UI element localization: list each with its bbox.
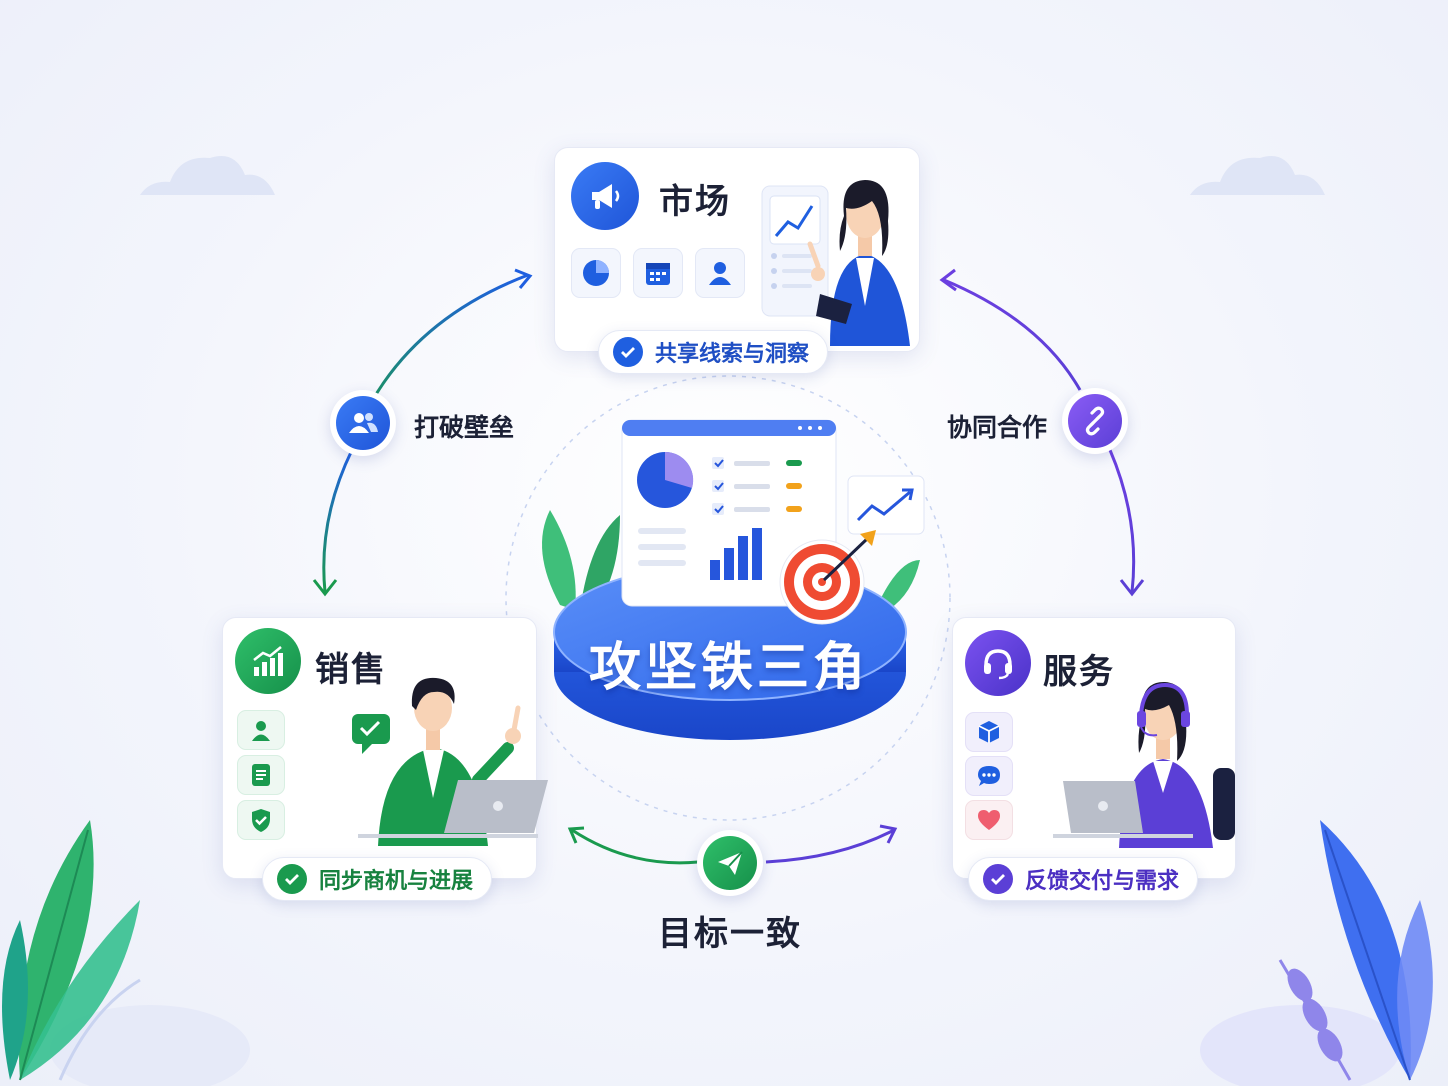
cube-icon (965, 712, 1013, 752)
service-card: 服务 (952, 617, 1236, 879)
chat-icon (965, 756, 1013, 796)
market-badge: 共享线索与洞察 (598, 330, 829, 374)
marketer-illustration (761, 180, 910, 346)
shield-check-icon (237, 800, 285, 840)
growth-chart-icon (235, 628, 301, 694)
headset-icon (965, 630, 1031, 696)
salesperson-illustration (352, 677, 548, 846)
aligned-goals-node (697, 830, 763, 896)
paper-plane-icon (703, 836, 757, 890)
leaves-left-decoration (2, 820, 250, 1086)
cloud-left-decoration (140, 156, 275, 195)
users-icon (336, 396, 390, 450)
sales-title: 销售 (315, 650, 387, 690)
leaves-right-decoration (1200, 820, 1433, 1086)
service-badge: 反馈交付与需求 (968, 857, 1199, 901)
market-badge-text: 共享线索与洞察 (655, 342, 810, 367)
person-icon (695, 248, 745, 298)
cloud-right-decoration (1190, 156, 1325, 195)
pie-chart-icon (571, 248, 621, 298)
megaphone-icon (571, 162, 639, 230)
check-circle-icon (613, 337, 643, 367)
check-circle-icon (983, 864, 1013, 894)
heart-icon (965, 800, 1013, 840)
market-card: 市场 (554, 147, 920, 352)
service-badge-text: 反馈交付与需求 (1025, 869, 1180, 894)
calendar-icon (633, 248, 683, 298)
sales-badge: 同步商机与进展 (262, 857, 493, 901)
check-circle-icon (277, 864, 307, 894)
break-barriers-label: 打破壁垒 (414, 413, 515, 442)
center-title: 攻坚铁三角 (588, 638, 869, 698)
person-icon (237, 710, 285, 750)
sales-badge-text: 同步商机与进展 (319, 869, 474, 894)
center-platform (542, 419, 925, 740)
sales-card: 销售 (222, 617, 548, 879)
document-icon (237, 755, 285, 795)
break-barriers-node (330, 390, 396, 456)
link-icon (1068, 394, 1122, 448)
collaboration-label: 协同合作 (947, 413, 1048, 442)
aligned-goals-label: 目标一致 (658, 914, 802, 954)
collaboration-node (1062, 388, 1128, 454)
service-title: 服务 (1043, 652, 1115, 692)
market-title: 市场 (659, 182, 731, 222)
service-agent-illustration (1053, 681, 1235, 848)
